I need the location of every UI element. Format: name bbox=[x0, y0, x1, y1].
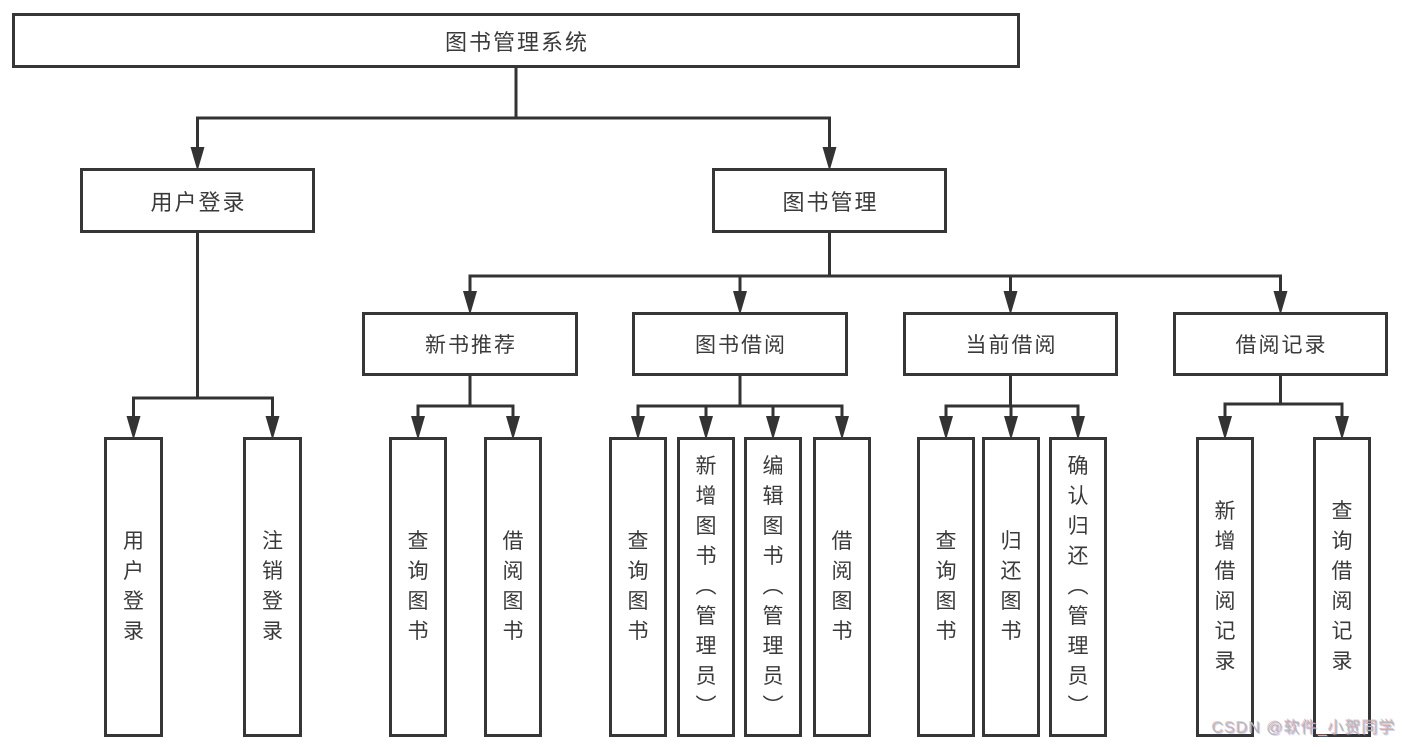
node-leaf-br-query: 查询借阅记录 bbox=[1313, 437, 1371, 737]
node-leaf-cb-return: 归还图书 bbox=[982, 437, 1040, 737]
arrowhead-icon bbox=[1071, 416, 1085, 440]
node-label: 新增借阅记录 bbox=[1214, 500, 1236, 673]
arrowhead-icon bbox=[835, 416, 849, 440]
node-borrow-records: 借阅记录 bbox=[1173, 312, 1388, 376]
node-leaf-cb-confirm: 确认归还︵管理员︶ bbox=[1049, 437, 1107, 737]
node-book-borrow: 图书借阅 bbox=[632, 312, 848, 376]
arrowhead-icon bbox=[1004, 416, 1018, 440]
node-label: 确认归还︵管理员︶ bbox=[1067, 455, 1089, 718]
arrowhead-icon bbox=[506, 416, 520, 440]
arrowhead-icon bbox=[1335, 416, 1349, 440]
node-label: 归还图书 bbox=[1000, 530, 1022, 643]
node-label: 图书管理 bbox=[782, 189, 879, 215]
arrowhead-icon bbox=[265, 416, 280, 440]
arrowhead-icon bbox=[1003, 291, 1018, 315]
arrowhead-icon bbox=[631, 416, 645, 440]
node-leaf-bb-borrow: 借阅图书 bbox=[813, 437, 871, 737]
arrowhead-icon bbox=[733, 291, 747, 315]
arrowhead-icon bbox=[126, 416, 141, 440]
node-label: 注销登录 bbox=[262, 530, 283, 643]
node-label: 查询借阅记录 bbox=[1331, 500, 1353, 673]
node-leaf-rec-borrow: 借阅图书 bbox=[484, 437, 542, 737]
node-label: 图书管理系统 bbox=[444, 29, 589, 55]
node-leaf-rec-query: 查询图书 bbox=[389, 437, 447, 737]
node-leaf-bb-query: 查询图书 bbox=[609, 437, 667, 737]
node-label: 用户登录 bbox=[150, 189, 247, 215]
arrowhead-icon bbox=[1273, 291, 1288, 315]
node-book-mgmt: 图书管理 bbox=[712, 168, 947, 233]
node-root: 图书管理系统 bbox=[12, 13, 1020, 68]
arrowhead-icon bbox=[411, 416, 425, 440]
arrowhead-icon bbox=[699, 416, 713, 440]
node-label: 借阅图书 bbox=[831, 530, 853, 643]
node-leaf-br-add: 新增借阅记录 bbox=[1196, 437, 1254, 737]
arrowhead-icon bbox=[766, 416, 780, 440]
node-label: 编辑图书︵管理员︶ bbox=[762, 455, 784, 718]
node-label: 新书推荐 bbox=[425, 334, 517, 357]
node-leaf-bb-add: 新增图书︵管理员︶ bbox=[677, 437, 735, 737]
watermark: CSDN @软件_小贺同学 bbox=[1212, 720, 1396, 737]
node-label: 当前借阅 bbox=[965, 334, 1058, 357]
arrowhead-icon bbox=[190, 147, 205, 171]
node-label: 新增图书︵管理员︶ bbox=[695, 455, 717, 718]
node-leaf-login: 用户登录 bbox=[104, 437, 163, 737]
node-current-borrow: 当前借阅 bbox=[903, 312, 1118, 376]
arrowhead-icon bbox=[463, 291, 477, 315]
arrowhead-icon bbox=[1218, 416, 1232, 440]
arrowhead-icon bbox=[822, 147, 837, 171]
node-leaf-bb-edit: 编辑图书︵管理员︶ bbox=[744, 437, 802, 737]
node-user-login: 用户登录 bbox=[80, 168, 315, 233]
node-new-book-rec: 新书推荐 bbox=[362, 312, 578, 376]
node-leaf-logout: 注销登录 bbox=[243, 437, 302, 737]
arrowhead-icon bbox=[939, 416, 953, 440]
node-label: 借阅记录 bbox=[1235, 334, 1328, 357]
node-label: 用户登录 bbox=[123, 530, 144, 643]
node-label: 查询图书 bbox=[407, 530, 429, 643]
node-label: 借阅图书 bbox=[502, 530, 524, 643]
node-label: 查询图书 bbox=[627, 530, 649, 643]
node-leaf-cb-query: 查询图书 bbox=[917, 437, 975, 737]
node-label: 查询图书 bbox=[935, 530, 957, 643]
node-label: 图书借阅 bbox=[695, 334, 787, 357]
